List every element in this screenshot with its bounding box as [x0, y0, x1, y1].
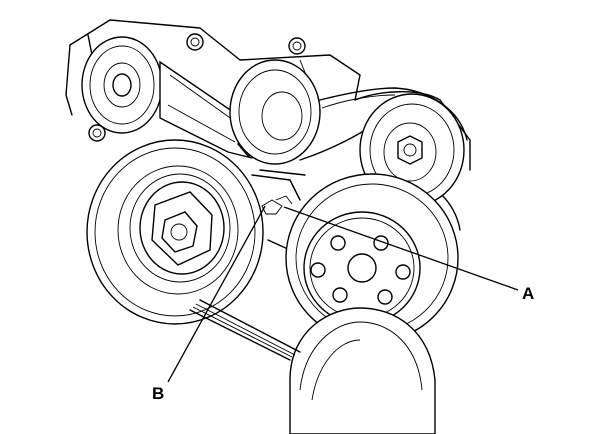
drive-belt-lower: [189, 169, 306, 361]
housing-bolt: [288, 37, 306, 55]
callout-b-leader: [167, 205, 266, 383]
upper-left-idler-pulley: [81, 36, 163, 134]
housing-bolt: [186, 33, 204, 51]
callout-a-leader: [283, 206, 519, 291]
callout-a-label: A: [522, 284, 534, 303]
belt-check-point: [261, 195, 293, 215]
callout-b-label: B: [152, 384, 164, 403]
power-steering-pulley: [285, 173, 459, 343]
lower-pulley: [289, 307, 436, 434]
crankshaft-pulley: [86, 139, 264, 325]
upper-center-idler-pulley: [229, 59, 321, 165]
housing-bolt: [88, 124, 106, 142]
